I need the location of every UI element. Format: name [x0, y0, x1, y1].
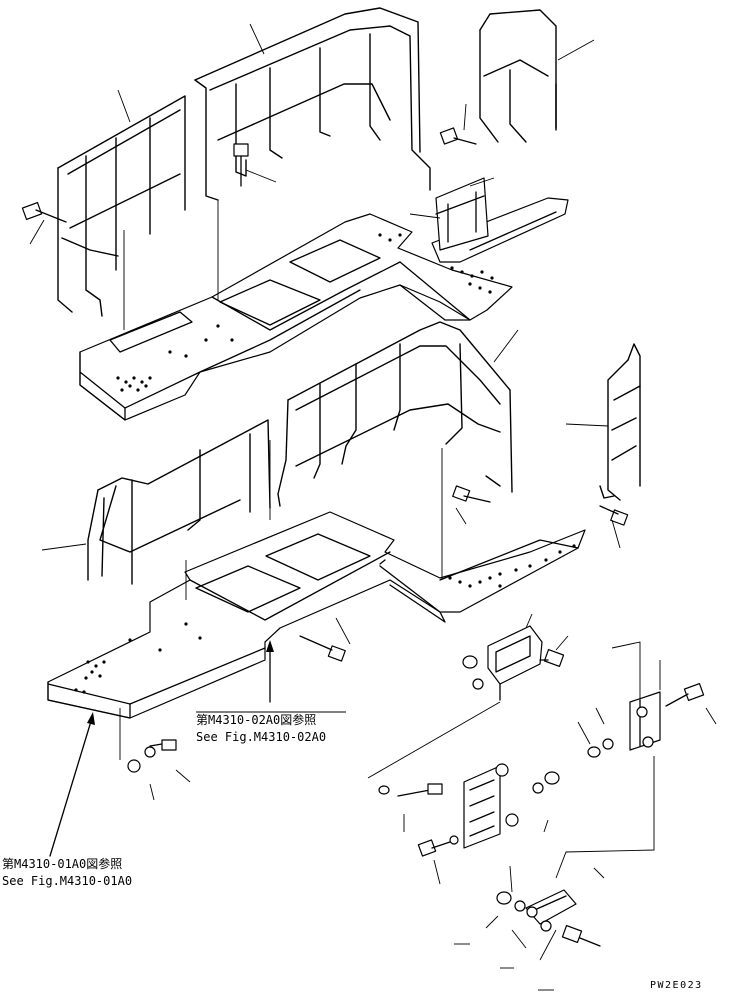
lower-bolt-right [599, 505, 629, 526]
mount-bracket-lower [454, 865, 605, 991]
reference-label-b-en: See Fig.M4310-01A0 [2, 874, 132, 888]
upper-bolt-middle [233, 143, 249, 187]
upper-platform-assembly [21, 7, 595, 421]
upper-platform-deck [79, 213, 513, 421]
lower-long-handrail [277, 321, 513, 507]
reference-label-a-en: See Fig.M4310-02A0 [196, 730, 326, 744]
reference-label-b-jp: 第M4310-01A0図参照 [2, 856, 122, 871]
upper-leader-lines [29, 23, 595, 330]
drawing-code: PW2E023 [650, 980, 703, 991]
lower-right-ladder-handrail [599, 343, 641, 501]
upper-deck-holes [116, 233, 494, 392]
reference-arrow-b [49, 712, 95, 857]
upper-middle-handrail [194, 7, 431, 201]
mount-bracket-upper [367, 613, 569, 779]
reference-arrow-a [196, 640, 346, 713]
upper-left-handrail [57, 95, 186, 317]
upper-right-handrail [479, 9, 557, 143]
upper-bracket [435, 177, 489, 251]
lower-platform-assembly [41, 321, 641, 719]
lower-bolt-center [452, 485, 491, 503]
mount-bracket-right [555, 641, 717, 879]
lower-left-handrail [87, 419, 271, 585]
upper-bolt-left [21, 202, 67, 223]
lower-left-fasteners [119, 708, 191, 801]
lower-platform-deck [47, 511, 586, 719]
mount-bracket-middle [378, 763, 560, 885]
lower-leader-lines [41, 329, 621, 645]
upper-bolt-right [439, 127, 477, 145]
reference-label-a-jp: 第M4310-02A0図参照 [196, 712, 316, 727]
upper-side-beam [431, 197, 569, 263]
lower-bolt-deck [299, 635, 346, 662]
lower-deck-holes [74, 544, 576, 694]
